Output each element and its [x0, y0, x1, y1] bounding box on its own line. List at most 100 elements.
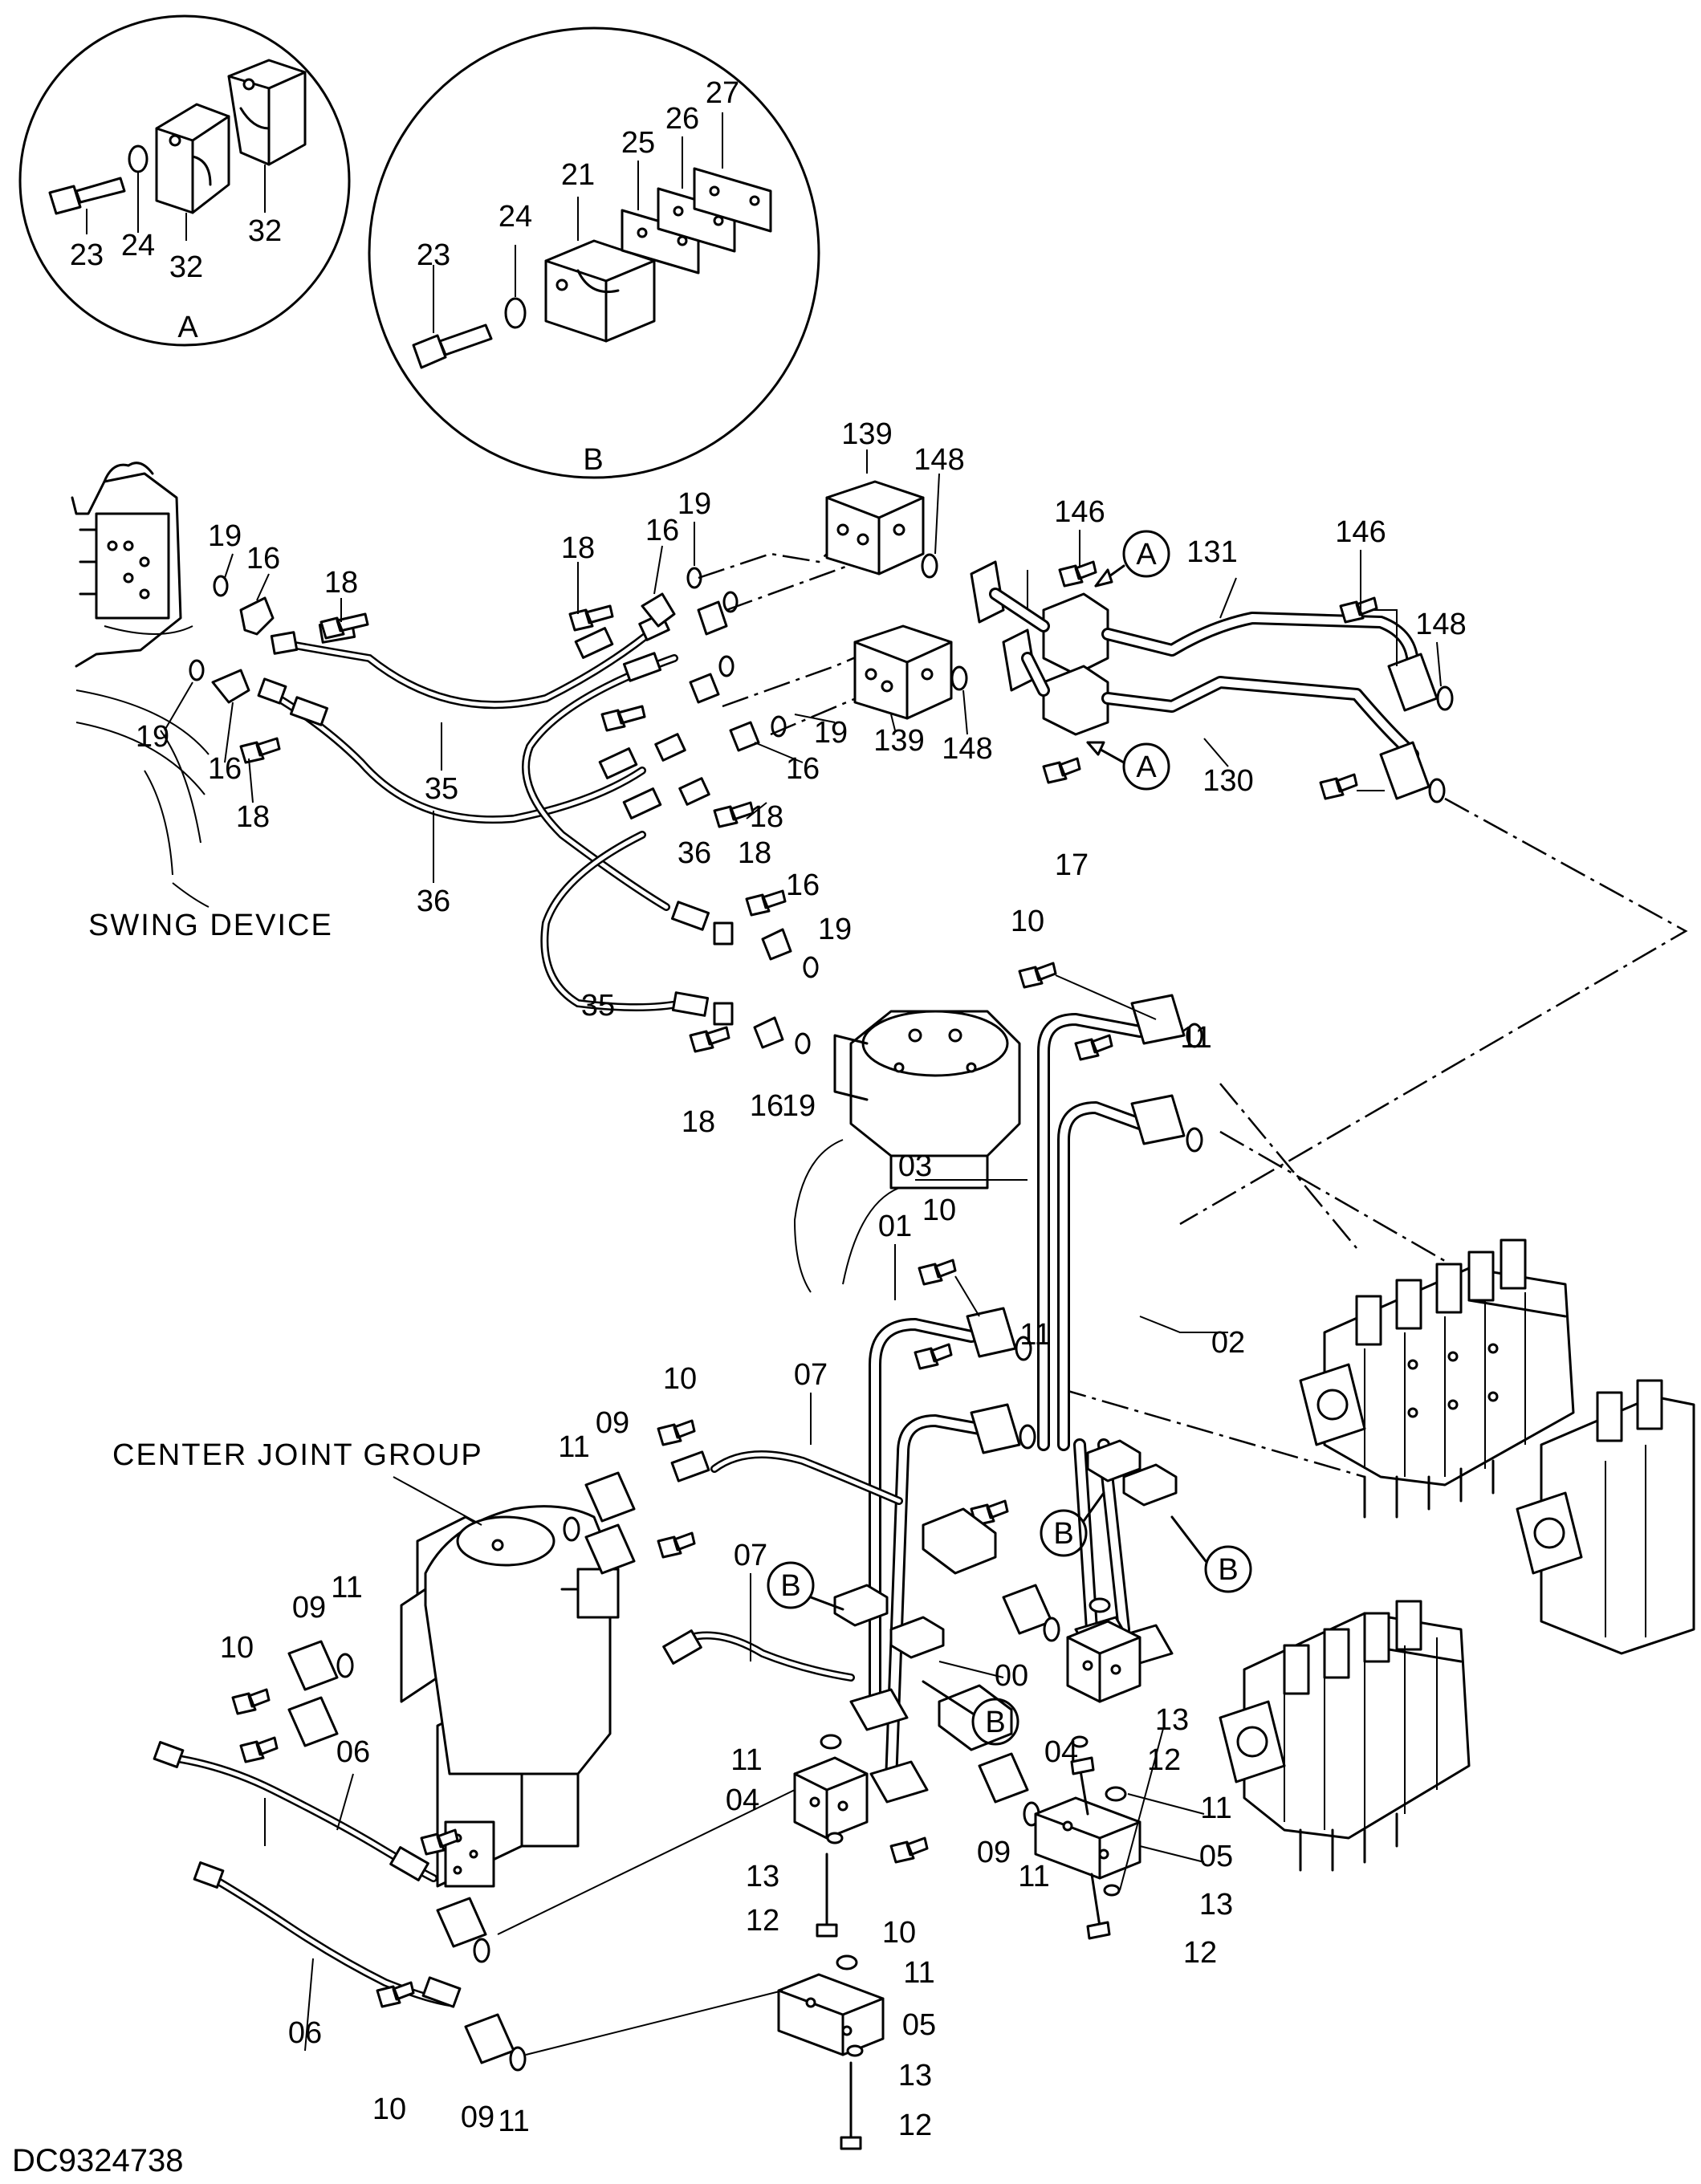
pipe-02: [1057, 1101, 1146, 1451]
pipe-clamp-icon: [833, 1439, 1178, 1659]
split-flange-icon: [584, 1523, 636, 1575]
hose-fitting-icon: [662, 1629, 702, 1665]
oring-icon: [1186, 1023, 1203, 1048]
callout-18: 18: [682, 1105, 715, 1139]
callouts: 139 148 146 131 146 148 19 16 18 18 16 1…: [136, 417, 1467, 2142]
svg-text:B: B: [1218, 1553, 1238, 1587]
callout-18: 18: [750, 800, 783, 834]
callout-03: 03: [898, 1149, 932, 1183]
bolt-icon: [1042, 560, 1378, 800]
svg-text:A: A: [1136, 538, 1157, 571]
pipe-flange-icon: [1130, 994, 1186, 1045]
callout-02: 02: [1211, 1326, 1245, 1360]
callout-11: 11: [1200, 1792, 1231, 1825]
flange-block-139-lower: [853, 624, 953, 720]
callout-12: 12: [746, 1904, 779, 1938]
oring-icon: [820, 1597, 1127, 1970]
callout-10: 10: [882, 1916, 916, 1950]
callout-24: 24: [121, 229, 155, 262]
svg-text:B: B: [780, 1569, 800, 1603]
callout-19: 19: [678, 487, 711, 521]
oring-icon: [1428, 778, 1446, 803]
center-joint-label: CENTER JOINT GROUP: [112, 1438, 483, 1472]
hose-fitting-icon: [922, 1507, 1013, 1751]
callout-11: 11: [1180, 1021, 1211, 1055]
callout-13: 13: [746, 1860, 779, 1893]
block-05-bottom: [777, 1973, 885, 2056]
callout-06: 06: [336, 1735, 370, 1769]
callout-13: 13: [1155, 1703, 1189, 1737]
detail-view-a: 23 24 32 32 A: [18, 14, 351, 347]
oring-icon: [1015, 1336, 1032, 1361]
callout-13: 13: [1199, 1888, 1233, 1922]
bolt-icon: [48, 177, 126, 215]
callout-04: 04: [1044, 1735, 1078, 1769]
callout-16: 16: [786, 868, 820, 902]
detail-view-b: 23 24 21 25 26 27 B: [368, 26, 820, 479]
swing-device-label: SWING DEVICE: [88, 909, 333, 942]
callout-05: 05: [1199, 1840, 1233, 1873]
svg-text:A: A: [1136, 750, 1157, 784]
hose-36-lower: [540, 831, 686, 1011]
callout-10: 10: [1011, 905, 1044, 938]
pipe-131: [1101, 612, 1419, 673]
split-flange-icon: [464, 2013, 515, 2064]
split-flange-icon: [211, 592, 792, 1049]
split-flange-icon: [287, 1640, 339, 1691]
callout-09: 09: [461, 2101, 494, 2134]
callout-18: 18: [561, 531, 595, 565]
callout-17: 17: [1055, 848, 1089, 882]
block-04-upper: [1066, 1620, 1141, 1703]
callout-148: 148: [942, 732, 992, 766]
flange-block-139-upper: [825, 480, 925, 575]
callout-18: 18: [236, 800, 270, 834]
shim-icon: [693, 167, 772, 233]
callout-13: 13: [898, 2059, 932, 2092]
split-flange-icon: [978, 1752, 1029, 1804]
callout-09: 09: [292, 1591, 326, 1625]
pipe-flange-icon: [849, 1688, 909, 1731]
washer-icon: [826, 1735, 1121, 2057]
callout-19: 19: [818, 913, 852, 946]
hose-fitting-icon: [670, 1450, 710, 1482]
callout-07: 07: [734, 1539, 767, 1572]
control-valve-lower: [1219, 1600, 1471, 1872]
bolt-icon: [239, 604, 787, 1053]
split-flange-icon: [287, 1696, 339, 1747]
bolt-icon: [412, 323, 493, 369]
callout-10: 10: [663, 1362, 697, 1396]
oring-icon: [336, 1653, 354, 1678]
callout-18: 18: [324, 566, 358, 600]
detail-b-circle: [368, 26, 820, 479]
callout-11: 11: [558, 1430, 589, 1464]
oring-icon: [1043, 1617, 1060, 1642]
pipe-flange-icon: [1130, 1094, 1186, 1145]
hose-06-lower: [209, 1874, 454, 2007]
callout-11: 11: [730, 1743, 762, 1777]
clamp-icon: [544, 239, 656, 343]
pipe-manifold: [970, 560, 1109, 736]
callout-24: 24: [498, 200, 532, 234]
hose-fitting-icon: [389, 1846, 429, 1881]
callout-23: 23: [417, 238, 450, 272]
control-valve-right-partial: [1516, 1379, 1695, 1655]
callout-09: 09: [977, 1836, 1011, 1869]
pipe-130: [1101, 676, 1419, 761]
callout-146: 146: [1335, 515, 1386, 549]
callout-09: 09: [596, 1406, 629, 1440]
callout-12: 12: [1147, 1743, 1181, 1777]
hose-fitting-icon: [153, 1741, 185, 1768]
pipe-00: [885, 1414, 986, 1788]
oring-icon: [950, 665, 968, 691]
oring-icon: [921, 553, 938, 579]
callout-19: 19: [782, 1089, 816, 1123]
callout-16: 16: [246, 542, 280, 575]
pipe-01: [869, 1318, 978, 1708]
callout-35: 35: [425, 772, 458, 806]
clamp-half-icon: [227, 59, 307, 166]
callout-05: 05: [902, 2008, 936, 2042]
bolt-icon: [1018, 962, 1113, 1061]
pipe-03: [1037, 1013, 1146, 1451]
clamp-half-icon: [155, 103, 230, 214]
pipe-flange-icon: [966, 1307, 1017, 1358]
